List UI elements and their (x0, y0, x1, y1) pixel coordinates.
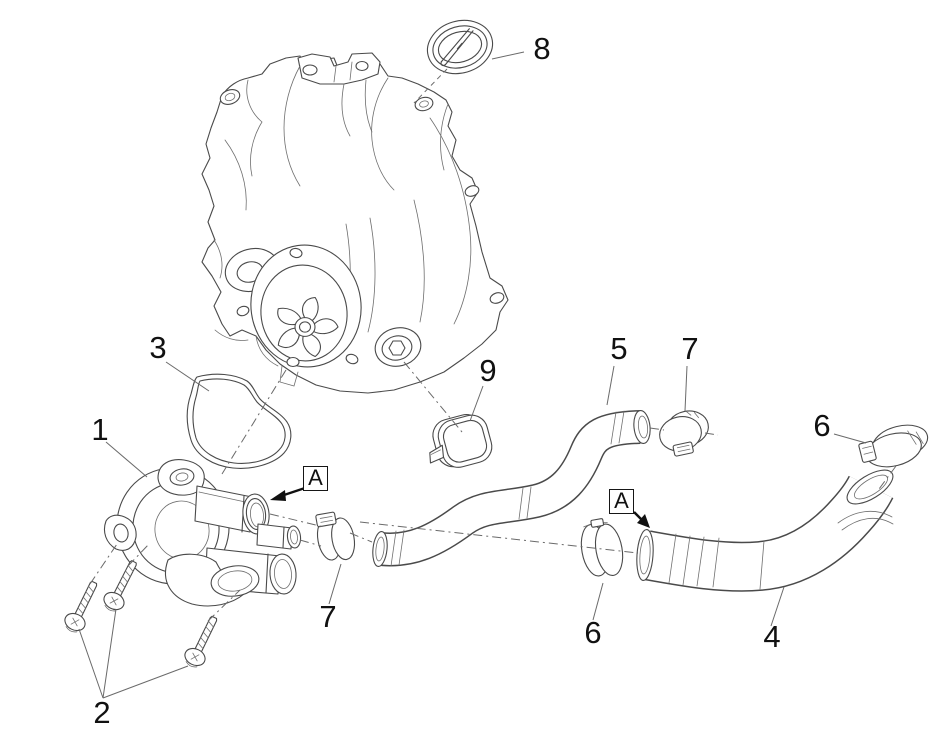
engine-cover (201, 52, 509, 394)
callout-4: 4 (763, 619, 781, 654)
screw (184, 615, 218, 668)
worm-clamp-right (858, 424, 929, 468)
screw (103, 560, 137, 612)
callout-1: 1 (91, 412, 109, 447)
callout-6-right: 6 (813, 408, 831, 443)
upper-hose (372, 410, 651, 567)
pump-gasket (186, 373, 292, 469)
lower-hose (636, 469, 894, 592)
pump-ear-hole (113, 523, 129, 543)
spring-band-clamp (429, 414, 493, 468)
callout-7-top: 7 (681, 331, 699, 366)
hose-end-opening (633, 410, 651, 444)
section-arrow-right (633, 511, 650, 528)
slotted-cap (426, 19, 494, 75)
leader-lines (78, 51, 867, 699)
screw (64, 580, 98, 633)
worm-clamp-bottom-left (315, 511, 356, 561)
callout-2: 2 (93, 695, 111, 730)
callout-5: 5 (610, 331, 628, 366)
section-marker-a-left: A (303, 466, 328, 491)
callout-9: 9 (479, 353, 497, 388)
callout-6-bottom: 6 (584, 615, 602, 650)
callout-7-bottom: 7 (319, 599, 337, 634)
water-pump-cover (103, 459, 302, 607)
hose-end-opening (636, 529, 654, 581)
impeller (277, 296, 339, 358)
mounting-screws (64, 560, 218, 668)
engine-cover-outline (201, 55, 509, 394)
center-lines (89, 68, 897, 622)
callout-3: 3 (149, 330, 167, 365)
callout-8: 8 (533, 31, 551, 66)
bracket-bolt-hole (302, 64, 318, 76)
section-marker-a-right: A (609, 489, 634, 514)
mount-ear-hole (414, 96, 434, 112)
mount-ear-hole (219, 89, 241, 105)
pump-ear-hole (169, 468, 195, 486)
hex-boss (374, 327, 422, 367)
worm-clamp-bottom-mid (580, 518, 624, 577)
section-arrow-left (270, 486, 306, 501)
hose-end-opening (846, 469, 894, 505)
worm-clamp-top (659, 410, 709, 457)
bracket-bolt-hole (355, 60, 369, 72)
